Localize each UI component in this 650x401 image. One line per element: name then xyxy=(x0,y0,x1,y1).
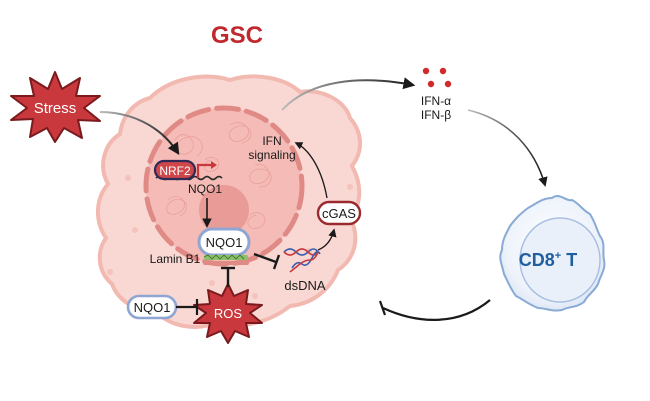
ifn-beta-label: IFN-β xyxy=(421,108,451,122)
nqo1-protein-label: NQO1 xyxy=(206,235,243,250)
transcription-arrowhead-icon xyxy=(211,161,217,169)
ros-burst xyxy=(193,283,263,344)
inhibit-gsc-by-cd8 xyxy=(382,299,491,321)
stress-burst xyxy=(10,71,101,143)
ros-label: ROS xyxy=(214,306,243,321)
cgas-label: cGAS xyxy=(322,206,356,221)
arrow-stress-to-nrf2 xyxy=(99,111,180,156)
ifn-alpha-label: IFN-α xyxy=(421,94,451,108)
lamin-b1-label: Lamin B1 xyxy=(150,252,201,266)
cd8-t-label: CD8+ T xyxy=(519,250,577,270)
ifn-signaling-label-line2: signaling xyxy=(248,148,295,162)
arrow-dsdna-to-cgas xyxy=(317,228,337,251)
inhibit-ros xyxy=(176,299,199,315)
transcription-start-icon xyxy=(196,163,212,178)
inhibit-lamin-b1 xyxy=(221,266,235,287)
title-gsc: GSC xyxy=(211,22,263,49)
cd8-t-cell xyxy=(499,195,606,312)
inhibit-bar xyxy=(378,300,387,316)
dsdna-icon xyxy=(283,248,321,273)
cgas-pill xyxy=(316,200,362,226)
nrf2-pill xyxy=(153,159,197,181)
lamin-b1-mesh xyxy=(203,254,249,265)
dsdna-label: dsDNA xyxy=(284,278,326,293)
nqo1-inhibitor-label: NQO1 xyxy=(134,300,171,315)
arrow-gsc-to-ifn xyxy=(281,77,416,111)
inhibit-dsdna xyxy=(253,252,281,270)
arrow-ifn-to-cd8 xyxy=(467,109,548,187)
stress-label: Stress xyxy=(34,100,77,117)
nrf2-label: NRF2 xyxy=(159,164,191,178)
ifn-signaling-label-line1: IFN xyxy=(262,134,281,148)
nqo1-gene-label: NQO1 xyxy=(188,182,222,196)
arrow-cgas-to-ifn-signaling xyxy=(294,142,328,199)
ifn-molecules-icon xyxy=(422,67,452,88)
